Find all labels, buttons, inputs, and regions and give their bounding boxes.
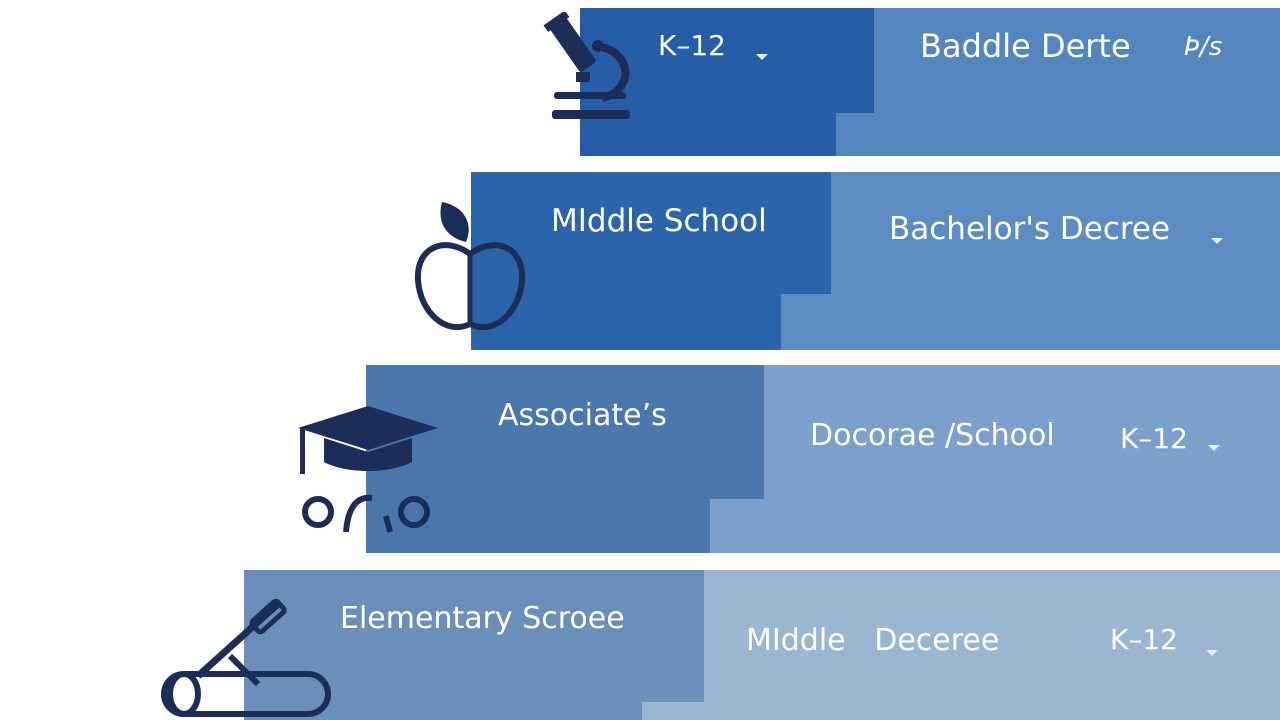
step-3-left-panel [366,365,764,553]
step-row-3[interactable]: Associate’s Docorae /School K–12 [366,365,1280,553]
step-2-primary-label: MIddle School [551,203,767,239]
step-4-stair-notch [642,702,706,720]
diploma-scroll-icon [158,596,338,720]
step-2-right-panel [831,172,1280,350]
step-1-secondary-label: Baddle Derte [920,27,1131,65]
step-1-primary-label: K–12 [658,29,726,62]
step-2-secondary-label: Bachelor's Decree [889,211,1171,247]
step-3-secondary-label: Docorae /School [810,418,1055,453]
step-1-right-panel [874,8,1280,156]
graduation-cap-icon [294,402,444,538]
step-2-chevron[interactable] [1211,238,1223,244]
step-2-left-panel [471,172,831,350]
step-row-1[interactable]: K–12 Baddle Derte Þ/ꜱ [580,8,1280,156]
step-1-primary-chevron[interactable] [756,54,768,60]
microscope-icon [540,12,640,122]
step-1-left-panel [580,8,874,156]
step-3-right-panel [764,365,1280,553]
step-1-stair-notch [836,113,876,156]
step-4-primary-label: Elementary Scroee [340,601,625,636]
step-3-stair-notch [710,499,766,553]
step-2-stair-notch [781,294,833,350]
step-4-chevron[interactable] [1206,650,1218,656]
step-3-primary-label: Associate’s [498,398,667,433]
step-4-left-panel [244,570,704,720]
step-3-chevron[interactable] [1208,445,1220,451]
step-3-tertiary-label: K–12 [1120,422,1188,455]
step-row-2[interactable]: MIddle School Bachelor's Decree [471,172,1280,350]
apple-icon [412,198,528,338]
step-4-right-panel [704,570,1280,720]
step-1-tertiary-label: Þ/ꜱ [1184,32,1223,62]
step-4-secondary-label: MIddle Deceree [746,623,1000,658]
step-row-4[interactable]: Elementary Scroee MIddle Deceree K–12 [244,570,1280,720]
step-4-tertiary-label: K–12 [1110,623,1178,656]
